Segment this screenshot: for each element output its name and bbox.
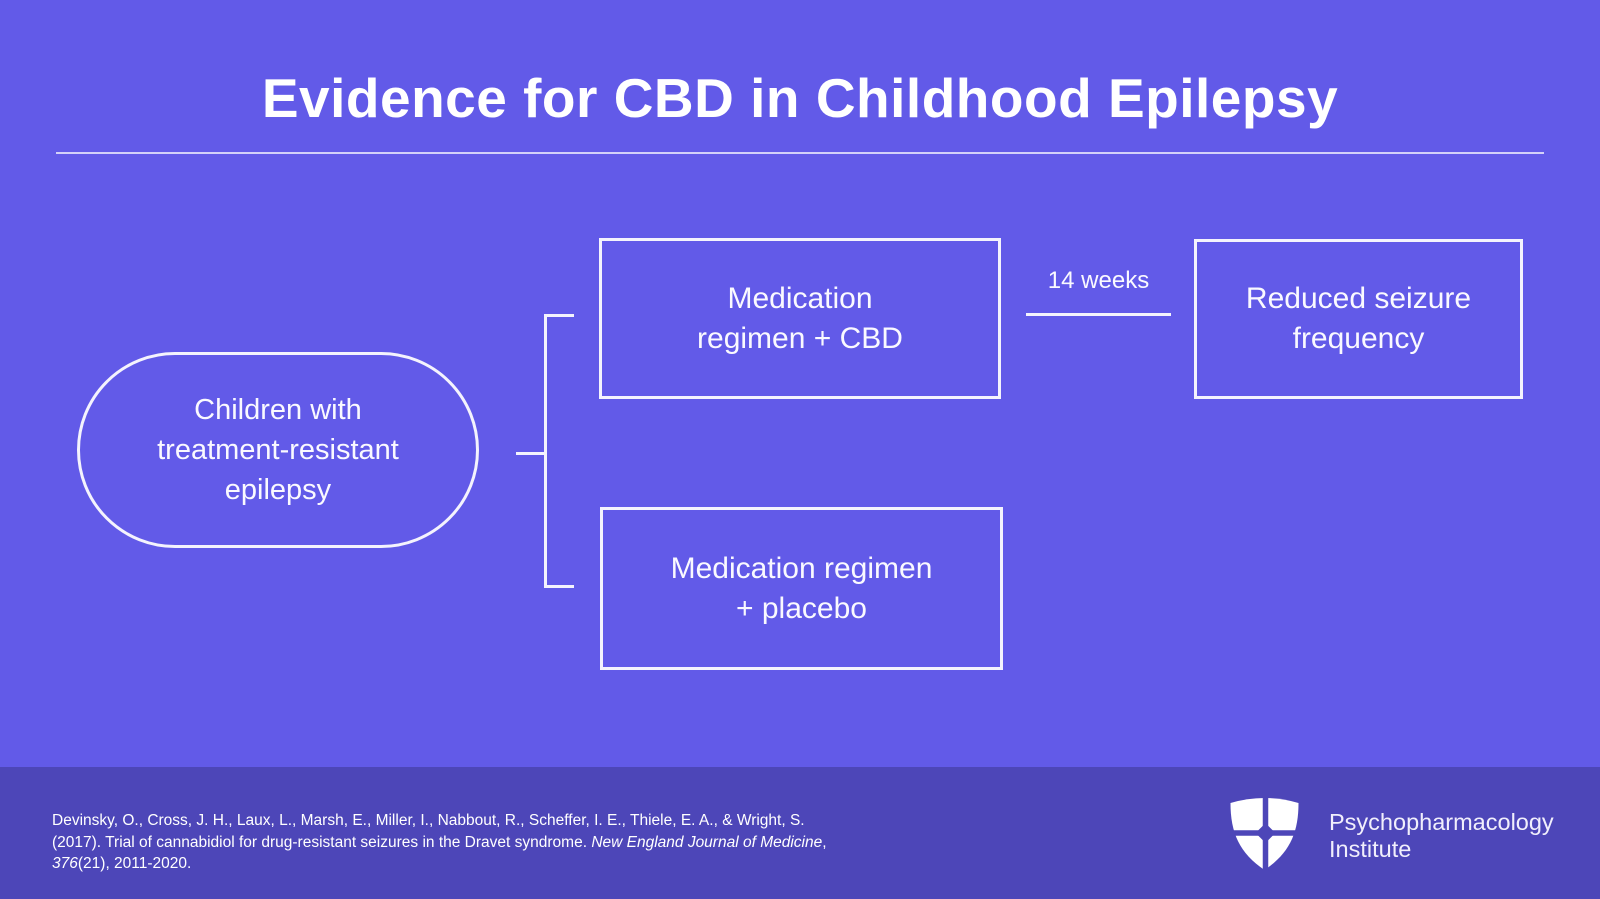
population-node: Children with treatment-resistant epilep… [77,352,479,548]
treatment-arm-placebo-node: Medication regimen + placebo [600,507,1003,670]
citation: Devinsky, O., Cross, J. H., Laux, L., Ma… [52,810,857,875]
logo-line1: Psychopharmacology [1329,809,1554,835]
treatment-arm-cbd-node: Medication regimen + CBD [599,238,1001,399]
duration-connector-line [1026,313,1171,316]
branch-bracket-bottom-stub [544,585,574,588]
citation-separator: , [822,833,827,851]
branch-bracket-vertical [544,314,547,588]
title-divider [56,152,1544,154]
citation-issue-pages: (21), 2011-2020. [77,855,192,872]
footer-band: Devinsky, O., Cross, J. H., Laux, L., Ma… [0,767,1600,899]
population-connector-line [516,452,544,455]
outcome-node: Reduced seizure frequency [1194,239,1523,399]
page-title: Evidence for CBD in Childhood Epilepsy [261,67,1339,129]
branch-bracket-top-stub [544,314,574,317]
duration-label: 14 weeks [1047,267,1150,294]
citation-volume: 376 [52,855,78,872]
shield-cross-icon [1227,791,1302,871]
citation-authors-title: Devinsky, O., Cross, J. H., Laux, L., Ma… [52,812,805,851]
citation-journal: New England Journal of Medicine [591,833,823,851]
logo-line2: Institute [1329,836,1412,862]
logo-wordmark: Psychopharmacology Institute [1329,809,1554,863]
